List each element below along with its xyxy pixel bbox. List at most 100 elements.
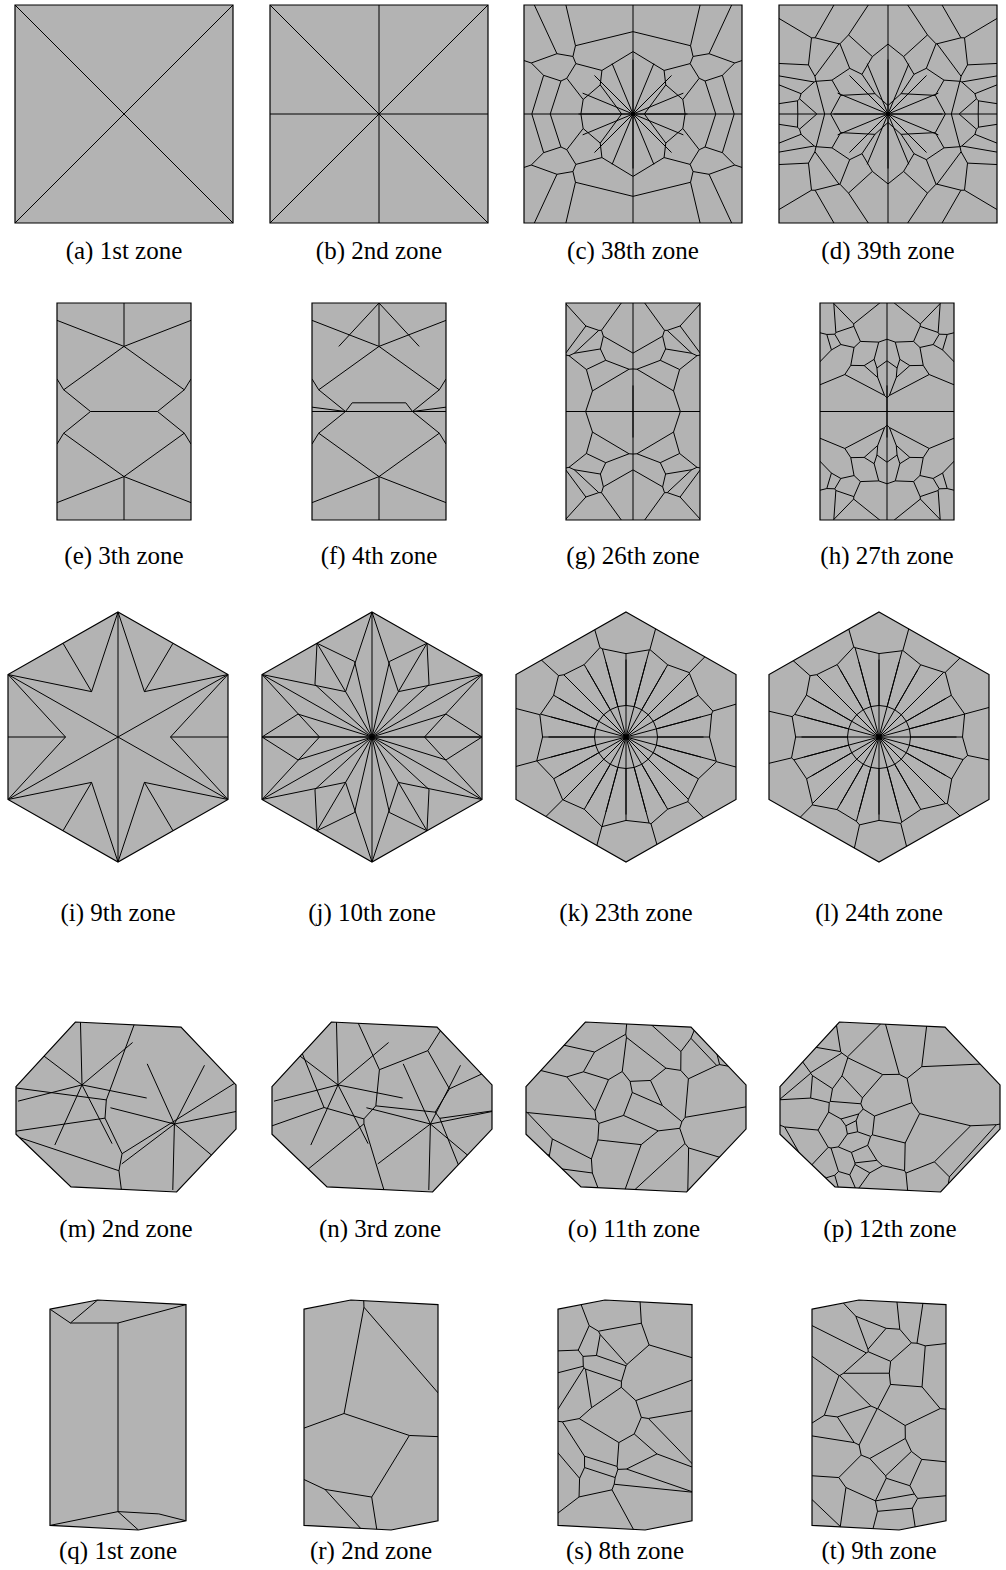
mesh-panel (262, 612, 482, 862)
mesh-edge (312, 477, 379, 503)
zone-fill (50, 1300, 186, 1530)
mesh-edge (879, 737, 899, 812)
voronoi-cells (768, 611, 990, 863)
mesh-edge (92, 782, 118, 862)
voronoi-cells (811, 1299, 947, 1531)
mesh-edge (158, 412, 185, 434)
voronoi-cells (303, 1299, 439, 1531)
zone-outline (558, 1300, 692, 1530)
zone-fill (8, 612, 228, 862)
mesh-edge (312, 433, 319, 444)
mesh-edge (64, 433, 124, 476)
zone-fill (262, 612, 482, 862)
mesh-edge (184, 433, 191, 444)
voronoi-cells (515, 611, 737, 863)
mesh-panel (557, 1299, 693, 1531)
mesh-lines (8, 612, 228, 862)
mesh-edge (626, 737, 627, 815)
mesh-edge (312, 379, 319, 390)
mesh-edge (372, 737, 389, 813)
mesh-edge (319, 346, 379, 389)
voronoi-cells (778, 4, 998, 224)
mesh-edge (379, 346, 439, 389)
mesh-edge (626, 660, 627, 738)
mesh-edge (372, 737, 482, 800)
zone-outline (312, 303, 446, 520)
mesh-edge (804, 737, 879, 757)
zone-fill (516, 612, 736, 862)
mesh-edge (29, 1045, 82, 1085)
mesh-panel (57, 303, 191, 520)
mesh-edge (372, 737, 373, 862)
mesh-edge (270, 5, 488, 223)
mesh-edge (879, 737, 957, 738)
zone-fill (272, 1022, 492, 1192)
mesh-edge (804, 717, 879, 737)
mesh-edge (118, 1323, 119, 1512)
mesh-lines (15, 1019, 239, 1193)
panel-caption: (s) 8th zone (566, 1538, 684, 1563)
mesh-edge (50, 1309, 70, 1323)
mesh-edge (888, 60, 889, 115)
mesh-edge (379, 303, 419, 346)
mesh-edge (366, 1108, 430, 1124)
mesh-edge (398, 782, 482, 799)
mesh-edge (262, 737, 482, 738)
mesh-edge (144, 782, 228, 799)
mesh-lines (811, 1299, 947, 1531)
mesh-edge (398, 675, 482, 692)
voronoi-cells (557, 1299, 693, 1531)
mesh-edge (812, 737, 879, 776)
mesh-edge (372, 685, 429, 737)
mesh-panel (768, 611, 990, 863)
mesh-edge (430, 1065, 460, 1124)
mesh-lines (779, 1021, 1001, 1193)
mesh-edge (173, 1124, 175, 1190)
mesh-edge (144, 782, 173, 830)
mesh-edge (606, 737, 626, 812)
mesh-edge (860, 411, 914, 412)
mesh-edge (626, 698, 693, 737)
mesh-edge (403, 1064, 430, 1124)
mesh-edge (439, 433, 446, 444)
voronoi-cells (565, 302, 701, 521)
voronoi-cells (779, 1021, 1001, 1193)
mesh-lines (565, 302, 701, 521)
zone-outline (15, 5, 233, 223)
mesh-lines (271, 1019, 495, 1193)
mesh-edge (888, 114, 889, 169)
mesh-edge (312, 407, 346, 411)
mesh-edge (633, 75, 672, 114)
mesh-edge (63, 643, 92, 691)
zone-fill (15, 5, 233, 223)
zone-outline (272, 1022, 492, 1192)
mesh-edge (633, 60, 634, 115)
mesh-edge (346, 403, 353, 412)
mesh-edge (124, 303, 125, 346)
zone-fill (57, 303, 191, 520)
mesh-edge (633, 114, 688, 115)
panel-caption: (c) 38th zone (567, 238, 699, 263)
mesh-edge (879, 737, 954, 757)
mesh-edge (888, 114, 927, 153)
zone-outline (769, 612, 989, 862)
zone-fill (526, 1022, 746, 1192)
mesh-edge (840, 670, 879, 737)
panel-caption: (f) 4th zone (321, 543, 438, 568)
mesh-lines (303, 1299, 439, 1531)
mesh-edge (626, 737, 646, 812)
mesh-edge (389, 813, 427, 831)
zone-outline (812, 1300, 946, 1530)
mesh-edge (439, 379, 446, 390)
mesh-edge (379, 303, 380, 346)
mesh-edge (389, 643, 427, 661)
mesh-edge (626, 737, 665, 804)
mesh-edge (124, 433, 184, 476)
mesh-edge (8, 737, 66, 738)
mesh-edge (144, 675, 228, 692)
mesh-edge (406, 403, 413, 412)
mesh-edge (8, 737, 118, 800)
zone-outline (262, 612, 482, 862)
zone-outline (566, 303, 700, 520)
mesh-edge (319, 433, 379, 476)
